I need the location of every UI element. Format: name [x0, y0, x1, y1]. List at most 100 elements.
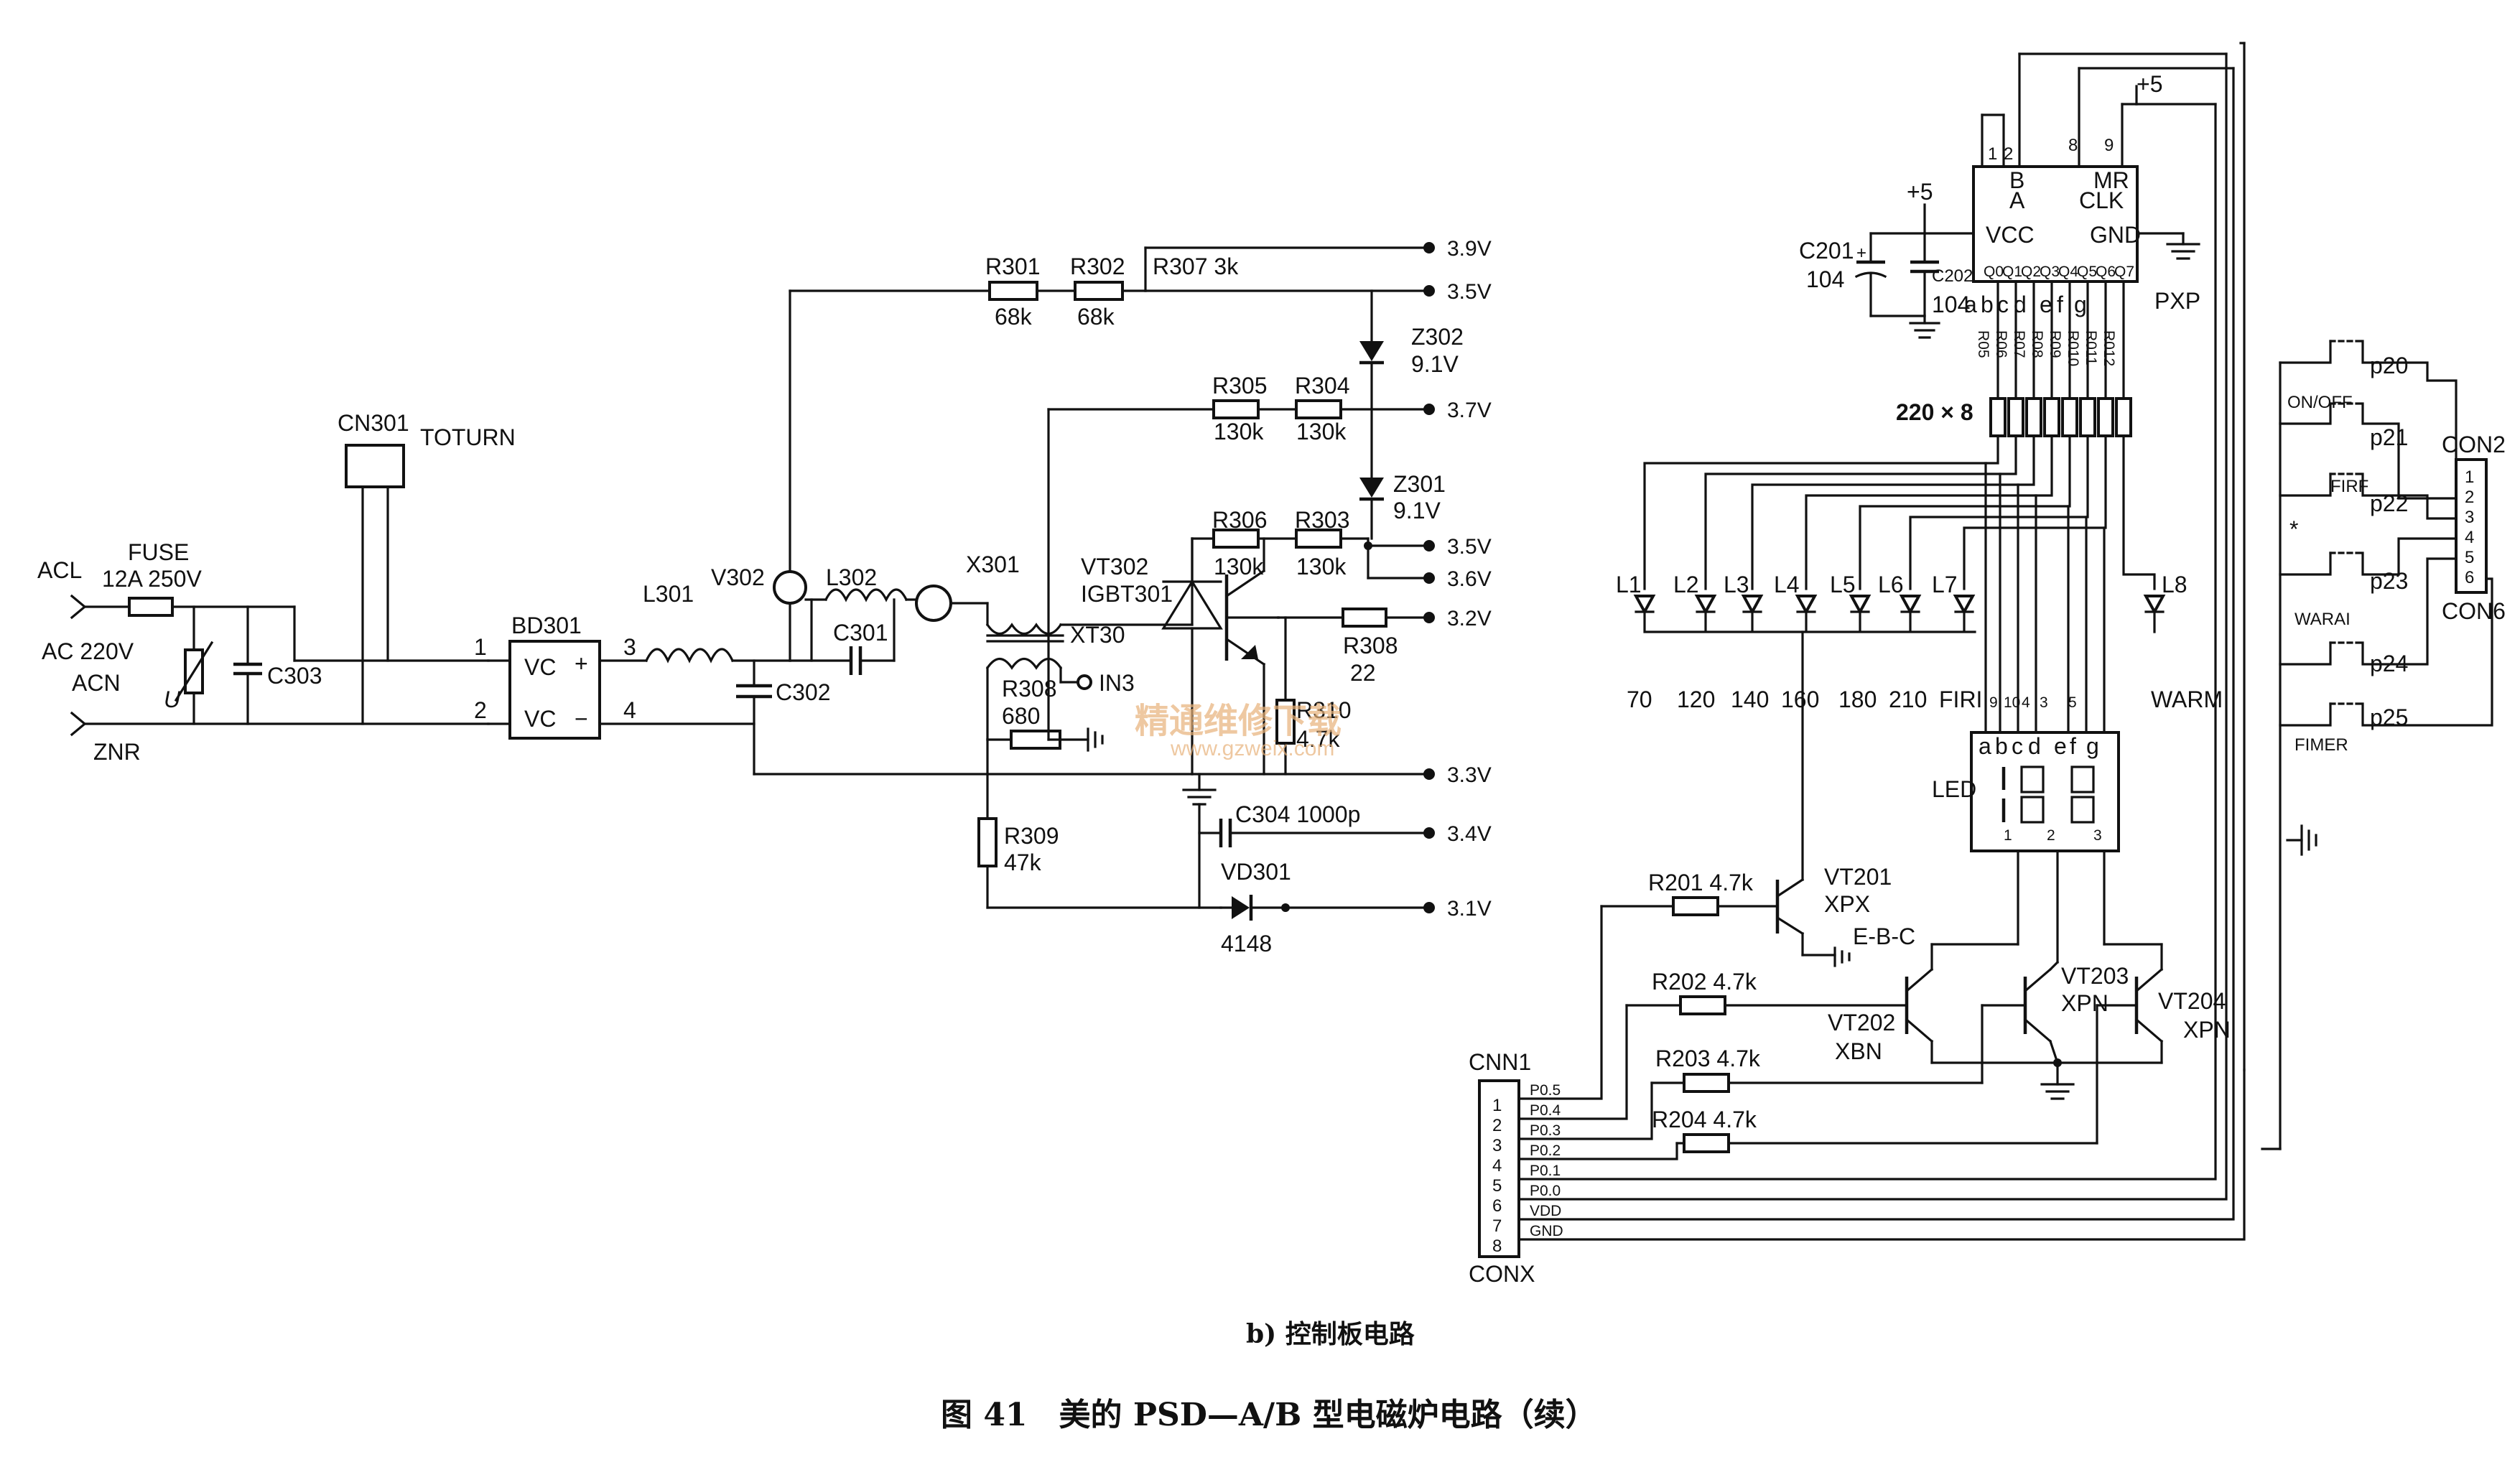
label-ac220: AC 220V	[42, 638, 134, 664]
label-cn301: CN301	[338, 410, 409, 436]
label-vt201: VT201	[1824, 864, 1892, 890]
label-l301: L301	[643, 581, 694, 607]
svg-text:R06: R06	[1993, 330, 2009, 358]
svg-text:L2: L2	[1673, 572, 1699, 597]
resistor-names: R05 R06 R07 R08 R09 R010 R011 R012	[1975, 330, 2117, 366]
svg-text:B: B	[2009, 167, 2024, 193]
svg-text:5: 5	[1492, 1176, 1502, 1196]
svg-text:b: b	[1981, 292, 1994, 317]
svg-text:MR: MR	[2093, 167, 2129, 193]
svg-text:GND: GND	[1530, 1223, 1563, 1239]
svg-text:R012: R012	[2101, 330, 2117, 366]
svg-text:10: 10	[2004, 694, 2020, 711]
svg-text:2: 2	[1492, 1116, 1502, 1135]
cnn1-pins: 1 2 3 4 5 6 7 8	[1492, 1096, 1502, 1256]
svg-text:b: b	[1995, 733, 2008, 759]
svg-text:68k: 68k	[995, 304, 1033, 330]
svg-text:130k: 130k	[1214, 554, 1264, 579]
svg-text:L6: L6	[1878, 572, 1904, 597]
svg-text:3: 3	[2093, 827, 2102, 844]
svg-text:5: 5	[2465, 548, 2474, 567]
svg-text:L7: L7	[1932, 572, 1958, 597]
svg-text:1: 1	[2465, 467, 2474, 487]
label-led: LED	[1932, 776, 1976, 802]
label-r201: R201 4.7k	[1648, 870, 1754, 895]
svg-text:R05: R05	[1975, 330, 1991, 358]
label-r307: R307 3k	[1153, 253, 1239, 279]
svg-text:3: 3	[2465, 508, 2474, 527]
label-plus5-vcc: +5	[1907, 179, 1933, 205]
svg-text:140: 140	[1731, 686, 1769, 712]
control-section: PXP 2 1 8 9 B A MR CLK VCC GND Q0 Q1 Q2 …	[1469, 42, 2506, 1287]
vt201-transistor: VT201 XPX E-B-C	[1775, 630, 1915, 967]
svg-text:104: 104	[1806, 266, 1844, 292]
svg-text:A: A	[2009, 187, 2025, 213]
svg-text:c: c	[1997, 292, 2009, 317]
svg-text:e: e	[2054, 733, 2067, 759]
svg-text:p20: p20	[2370, 353, 2408, 378]
l301-inductor	[644, 648, 735, 664]
svg-text:g: g	[2086, 733, 2099, 759]
svg-text:3.3V: 3.3V	[1447, 763, 1492, 787]
label-c301: C301	[833, 620, 888, 646]
label-z302: Z302	[1411, 324, 1464, 350]
label-r203: R203 4.7k	[1655, 1046, 1761, 1071]
svg-text:104: 104	[1932, 292, 1970, 317]
ic-seg-letters: a b c d e f g	[1964, 292, 2087, 317]
svg-text:VC: VC	[524, 654, 556, 680]
svg-text:p22: p22	[2370, 490, 2408, 516]
svg-text:22: 22	[1350, 660, 1376, 686]
cn301-connector	[345, 444, 405, 488]
svg-text:Q3: Q3	[2040, 264, 2060, 280]
svg-text:2: 2	[474, 697, 487, 723]
switch-p-labels: p20 p21 p22 p23 p24 p25	[2370, 353, 2408, 730]
svg-text:3.5V: 3.5V	[1447, 535, 1492, 559]
terminal-1: 3.9V	[1423, 237, 1492, 261]
pxp-shift-register	[1972, 165, 2139, 283]
v302-sensor	[773, 570, 807, 605]
svg-text:L3: L3	[1724, 572, 1749, 597]
power-section: ACL AC 220V ACN ZNR FUSE 12A 250V U C303…	[37, 246, 1464, 956]
switch-bank	[2261, 340, 2493, 1150]
svg-text:Q5: Q5	[2077, 264, 2097, 280]
svg-text:*: *	[2289, 516, 2298, 542]
svg-text:130k: 130k	[1214, 419, 1264, 444]
label-fuse: FUSE	[128, 539, 189, 565]
svg-text:130k: 130k	[1296, 419, 1347, 444]
caption-figure: 图 41 美的 PSD—A/B 型电磁炉电路（续）	[941, 1397, 1597, 1433]
label-v302: V302	[711, 564, 765, 590]
terminal-8: 3.4V	[1423, 822, 1492, 846]
label-r302: R302	[1070, 253, 1125, 279]
svg-text:4: 4	[2465, 528, 2474, 547]
svg-text:3.6V: 3.6V	[1447, 567, 1492, 591]
svg-text:R09: R09	[2047, 330, 2063, 358]
voltage-terminals: 3.9V 3.5V 3.7V 3.5V 3.6V 3.2V 3.3V 3.4V …	[1423, 237, 1492, 921]
svg-text:e: e	[2040, 292, 2052, 317]
label-cnn1: CNN1	[1469, 1049, 1531, 1075]
svg-text:Q6: Q6	[2096, 264, 2116, 280]
label-r309: R309	[1004, 823, 1059, 849]
svg-text:R08: R08	[2029, 330, 2045, 358]
ic-output-labels: Q0 Q1 Q2 Q3 Q4 Q5 Q6 Q7	[1984, 264, 2134, 280]
watermark-url: www.gzweix.com	[1170, 737, 1334, 760]
cnn1-signals: P0.5 P0.4 P0.3 P0.2 P0.1 P0.0 VDD GND	[1530, 1082, 1563, 1239]
svg-text:68k: 68k	[1077, 304, 1115, 330]
label-vt203: VT203	[2061, 963, 2129, 989]
xt30-transformer	[985, 623, 1063, 636]
label-220x8: 220 × 8	[1896, 399, 1973, 425]
svg-text:f: f	[2070, 733, 2076, 759]
label-c304: C304 1000p	[1235, 801, 1360, 827]
label-r303: R303	[1295, 507, 1350, 533]
switch-names: ON/OFF FIRF WARAI FIMER *	[2287, 393, 2368, 755]
label-z301: Z301	[1393, 471, 1446, 497]
x301-coil	[915, 585, 952, 622]
seven-segment-digits: 1 2 3	[2001, 765, 2102, 844]
svg-text:160: 160	[1781, 686, 1819, 712]
label-xt30: XT30	[1070, 622, 1125, 648]
label-plus5-top: +5	[2137, 71, 2162, 97]
terminal-2: 3.5V	[1423, 280, 1492, 304]
svg-text:1: 1	[2004, 827, 2012, 844]
svg-text:120: 120	[1677, 686, 1715, 712]
label-acl: ACL	[37, 557, 82, 583]
con2-connector	[2455, 458, 2488, 594]
